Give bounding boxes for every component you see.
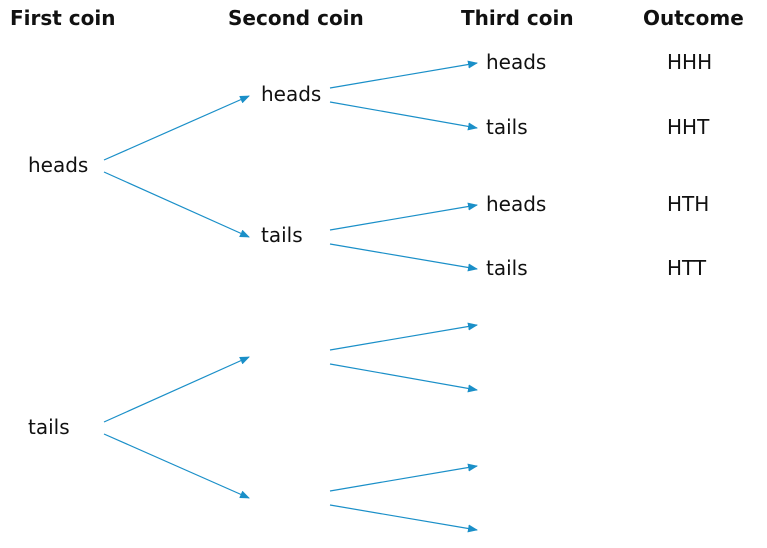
arrow-tt-to-t: [329, 504, 478, 533]
arrow-th-to-h: [329, 322, 478, 351]
arrow-hh-to-h: [329, 60, 478, 89]
header-outcome: Outcome: [643, 6, 744, 30]
outcome-hht: HHT: [667, 115, 710, 139]
header-first-coin: First coin: [10, 6, 116, 30]
second-coin-heads: heads: [261, 82, 322, 106]
third-coin-tails-1: tails: [486, 115, 528, 139]
arrow-h-to-h: [103, 95, 250, 161]
outcome-hth: HTH: [667, 192, 710, 216]
second-coin-tails: tails: [261, 223, 303, 247]
arrow-th-to-t: [329, 363, 478, 393]
arrow-tt-to-h: [329, 463, 478, 492]
arrow-ht-to-t: [329, 243, 478, 272]
outcome-htt: HTT: [667, 256, 707, 280]
header-third-coin: Third coin: [461, 6, 574, 30]
first-coin-tails: tails: [28, 415, 70, 439]
header-second-coin: Second coin: [228, 6, 364, 30]
arrow-hh-to-t: [329, 101, 478, 131]
third-coin-heads-1: heads: [486, 50, 547, 74]
third-coin-heads-2: heads: [486, 192, 547, 216]
arrow-h-to-t: [103, 171, 250, 238]
arrow-ht-to-h: [329, 202, 478, 231]
third-coin-tails-2: tails: [486, 256, 528, 280]
first-coin-heads: heads: [28, 153, 89, 177]
arrow-t-to-t: [103, 433, 250, 499]
arrow-t-to-h: [103, 356, 250, 423]
outcome-hhh: HHH: [667, 50, 713, 74]
